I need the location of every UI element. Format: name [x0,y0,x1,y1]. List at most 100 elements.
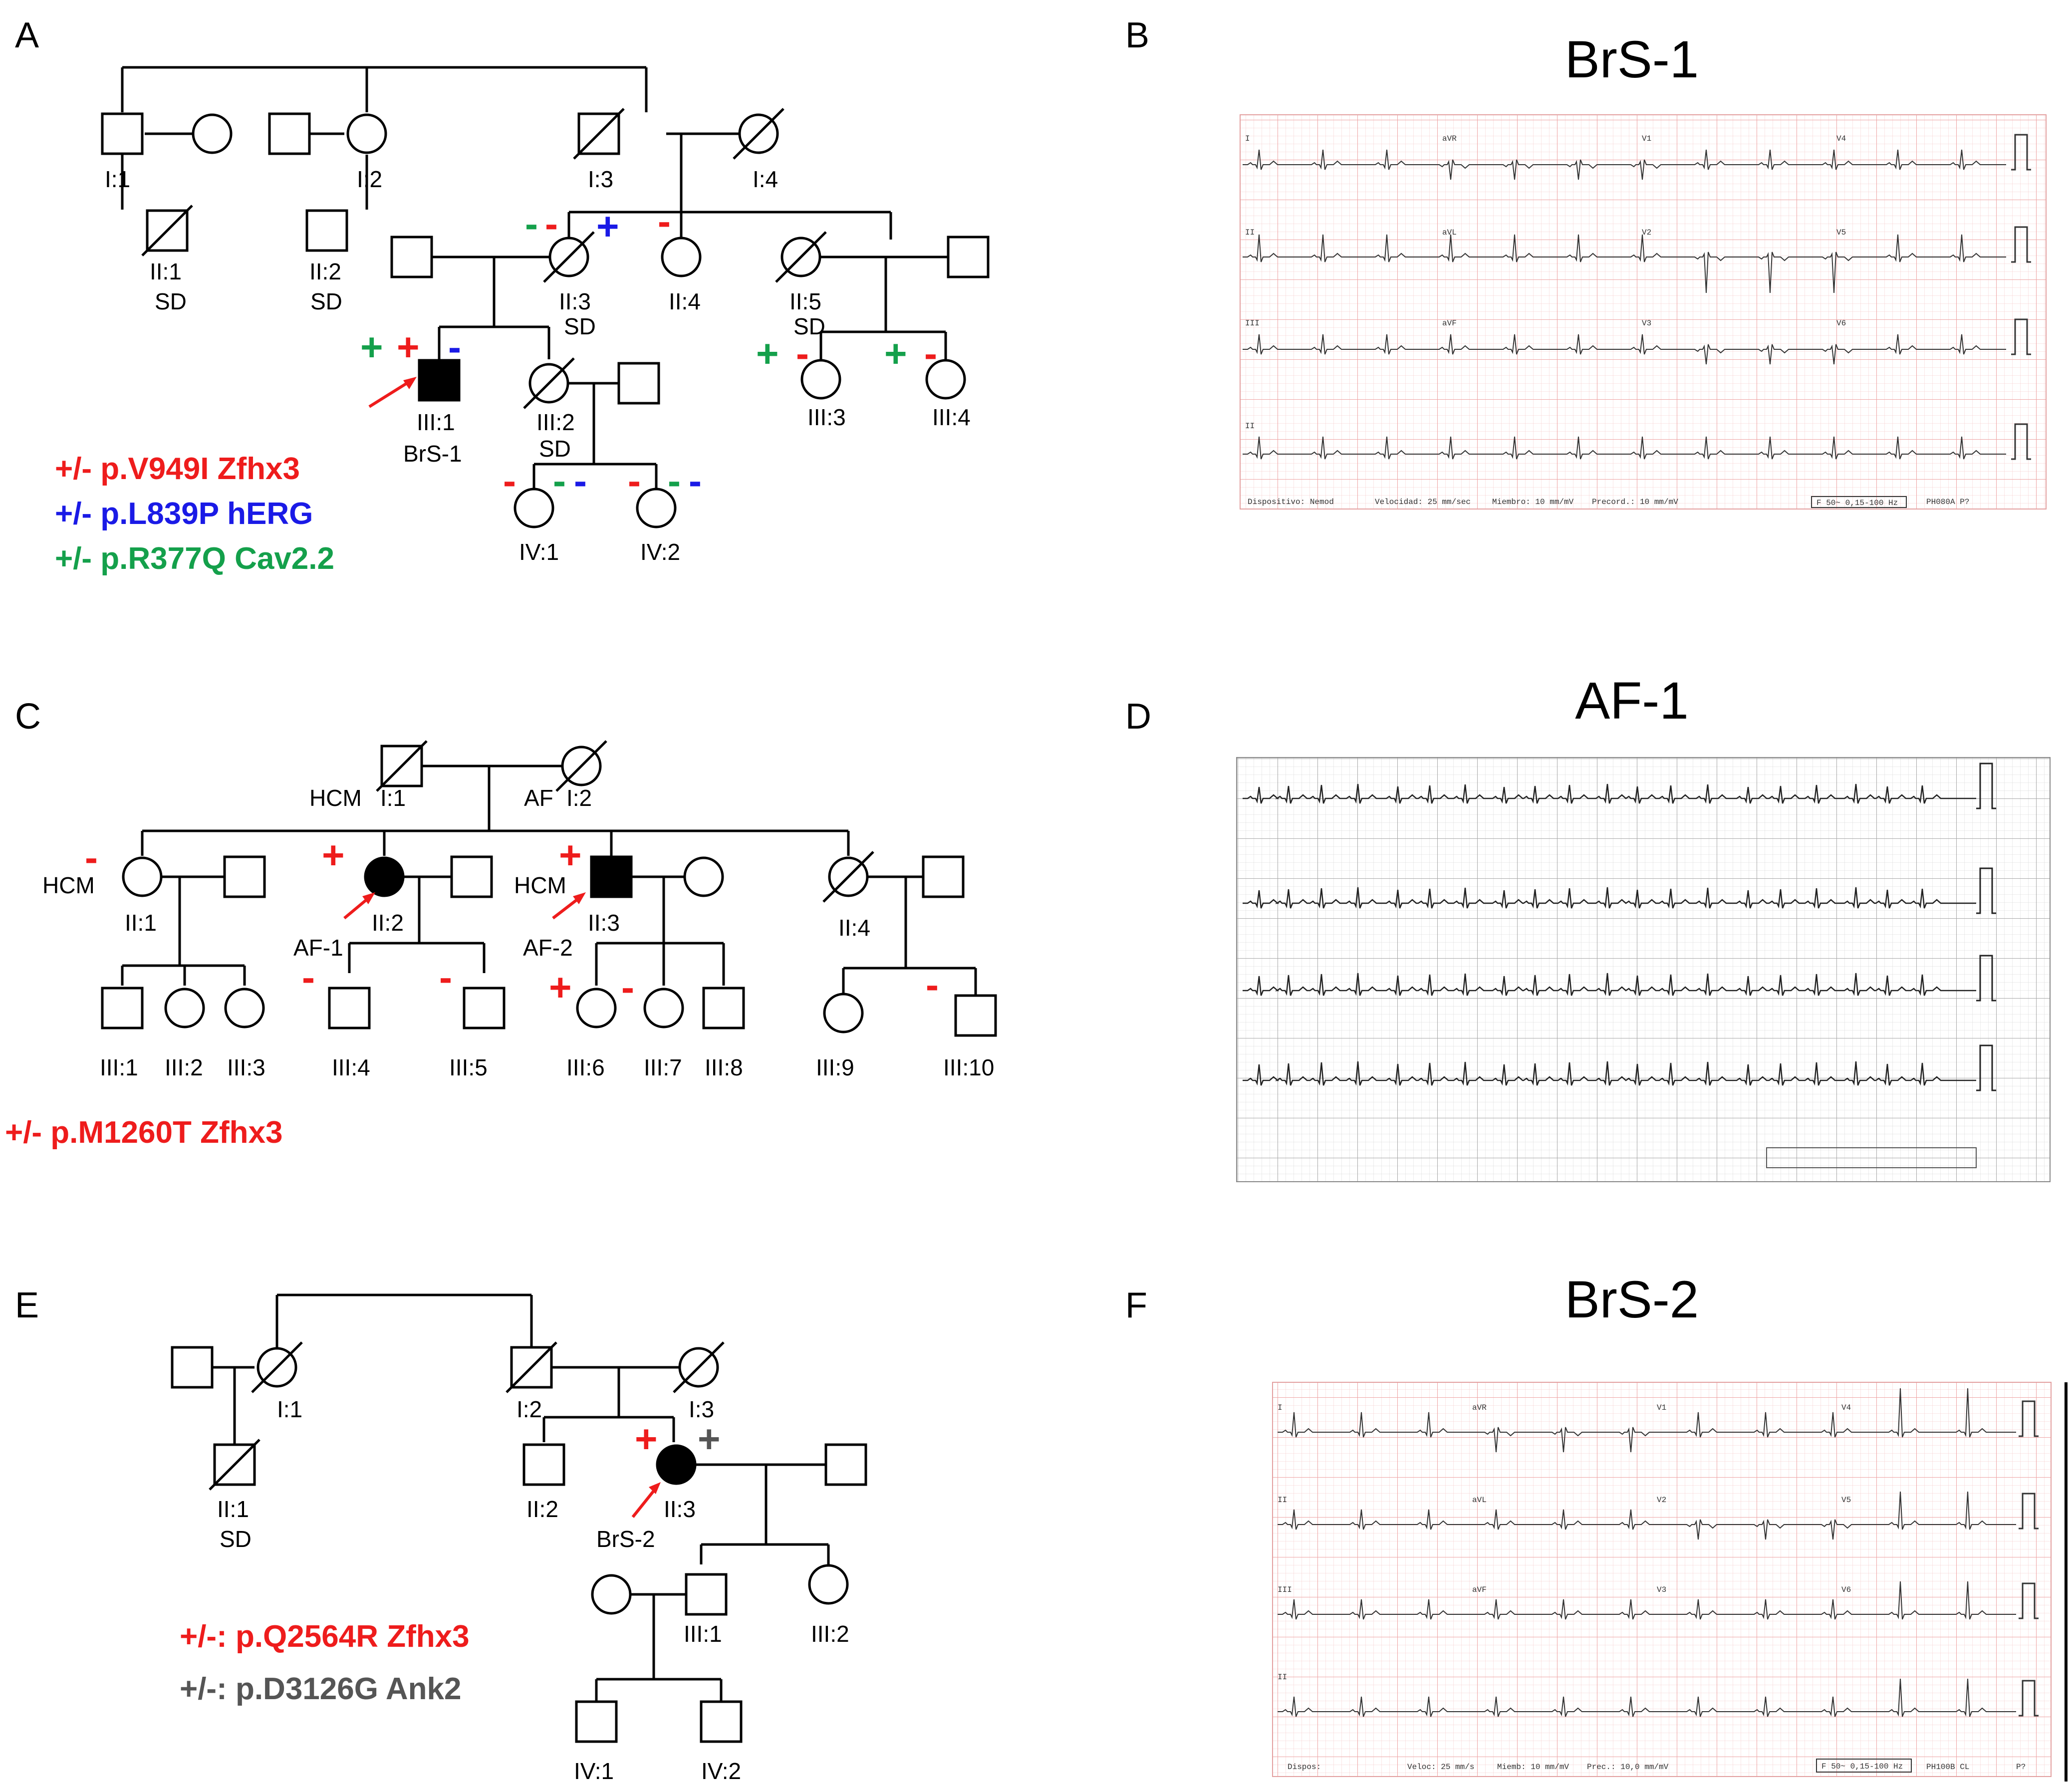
label-a-i3: I:3 [588,166,613,192]
ecg-title-af1: AF-1 [1575,672,1689,730]
sign-c-iii6: + [549,965,572,1009]
sign-a-ii4-red: - [658,199,671,243]
panel-label-d: D [1125,697,1151,737]
pedigree-e-ii3-spouse [824,1443,867,1486]
label-a-iii2-sd: SD [539,436,571,462]
label-e-proband: BrS-2 [596,1526,655,1552]
pedigree-c-ii3-proband [590,855,633,898]
legend-e-zfhx3: +/-: p.Q2564R Zfhx3 [180,1619,470,1654]
ecg-b-precord: Precord.: 10 mm/mV [1592,498,1678,507]
label-c-i2: I:2 [566,785,592,811]
ecg-f-limb: Miemb: 10 mm/mV [1497,1763,1569,1772]
legend-a-herg: +/- p.L839P hERG [55,497,313,531]
label-e-iv2: IV:2 [701,1758,741,1784]
pedigree-c-iii9 [823,993,864,1033]
sign-c-iii7: - [621,965,634,1009]
ecg-b-lead-ii: II [1245,228,1255,237]
pedigree-a-i2 [346,113,387,154]
legend-a-zfhx3: +/- p.V949I Zfhx3 [55,452,300,486]
label-a-ii3-sd: SD [564,313,596,339]
label-a-proband: BrS-1 [403,441,462,467]
pedigree-c-ii1-spouse [223,855,266,898]
ecg-b-lead-v6: V6 [1836,319,1846,328]
pedigree-e-iv2 [700,1700,743,1743]
label-c-iii2: III:2 [165,1054,203,1080]
sign-a-ii3-red: - [545,202,558,246]
label-a-i1: I:1 [105,166,130,192]
label-a-iii3: III:3 [807,404,846,430]
proband-arrow-a [368,380,410,408]
sign-a-iii3-red: - [796,331,809,375]
label-c-ii1: II:1 [125,910,157,936]
label-c-proband-af2: AF-2 [523,935,573,961]
sign-a-iii4-red: - [924,331,937,375]
pedigree-c-iii3 [224,988,265,1028]
label-c-ii2: II:2 [372,910,404,936]
pedigree-c-iii2 [164,988,205,1028]
ecg-b-code: PH080A P? [1926,498,1969,507]
ecg-b-traces [1243,134,2031,460]
pedigree-a-i1-spouse [192,113,233,154]
label-c-ii4: II:4 [838,915,870,941]
label-c-ii3: II:3 [588,910,620,936]
pedigree-e-iv1 [575,1700,618,1743]
panel-label-f: F [1125,1285,1147,1325]
pedigree-c-ii2-proband [364,856,405,897]
ecg-f-lead-ii: II [1278,1496,1287,1505]
pedigree-a-ii4 [661,237,702,277]
pedigree-c-ii3-spouse [683,856,724,897]
ecg-b-speed: Velocidad: 25 mm/sec [1375,498,1471,507]
sign-c-ii1: - [85,835,98,879]
pedigree-a: I:1 I:2 I:3 I:4 II:1 SD II:2 SD II:3 SD … [55,66,990,576]
label-a-ii1-sd: SD [155,288,187,314]
label-e-ii3: II:3 [664,1496,696,1522]
label-c-iii7: III:7 [644,1054,682,1080]
pedigree-a-ii5-spouse [947,236,990,278]
ecg-f-lead-v6: V6 [1841,1585,1851,1594]
label-c-ii1-hcm: HCM [42,872,95,898]
pedigree-e-iii1-spouse [591,1574,632,1615]
ecg-b-lead-avr: aVR [1442,134,1457,143]
ecg-b-lead-avl: aVL [1442,228,1457,237]
ecg-b-lead-ii-rhythm: II [1245,422,1255,431]
ecg-f-paper [1272,1382,2052,1777]
sign-a-iv2-red: - [628,459,641,503]
label-e-i3: I:3 [689,1396,714,1422]
ecg-panel-b: I aVR V1 V4 II aVL V2 V5 III aVF V3 V6 I… [1240,114,2047,510]
ecg-f-lead-labels: I aVR V1 V4 II aVL V2 V5 III aVF V3 V6 I… [1278,1403,1851,1682]
sign-a-iii1-green: + [360,325,383,369]
sign-a-ii3-blue: + [596,204,619,248]
sign-e-ii3-red: + [635,1417,658,1461]
label-c-i1: I:1 [380,785,406,811]
label-c-i1-hcm: HCM [309,785,362,811]
label-c-i2-af: AF [524,785,553,811]
sign-a-iv2-blue: - [689,459,702,503]
ecg-d-paper [1236,757,2051,1182]
pedigree-c-iii8 [702,987,745,1029]
panel-label-e: E [15,1285,39,1325]
pedigree-a-iv2 [636,488,677,528]
ecg-f-lead-v1: V1 [1657,1403,1666,1412]
label-a-iii1: III:1 [417,409,455,435]
label-c-iii3: III:3 [227,1054,265,1080]
ecg-f-traces [1278,1388,2039,1717]
label-c-iii4: III:4 [332,1054,370,1080]
label-a-ii3: II:3 [559,288,591,314]
legend-e-ank2: +/-: p.D3126G Ank2 [180,1672,462,1706]
label-c-iii8: III:8 [705,1054,743,1080]
label-c-iii1: III:1 [100,1054,138,1080]
ecg-b-lead-avf: aVF [1442,319,1457,328]
label-a-ii4: II:4 [669,288,701,314]
ecg-b-limb: Miembro: 10 mm/mV [1492,498,1574,507]
pedigree-c-iii1 [101,987,144,1029]
ecg-f-precord: Prec.: 10,0 mm/mV [1587,1763,1669,1772]
pedigree-a-i1 [101,112,144,155]
ecg-f-lead-v5: V5 [1841,1496,1851,1505]
ecg-b-lead-v3: V3 [1642,319,1651,328]
pedigree-a-iii2-spouse [617,362,660,405]
panel-label-b: B [1125,15,1149,55]
ecg-panel-f: I aVR V1 V4 II aVL V2 V5 III aVF V3 V6 I… [1272,1382,2068,1782]
ecg-b-lead-v2: V2 [1642,228,1651,237]
ecg-f-speed: Veloc: 25 mm/s [1407,1763,1474,1772]
ecg-b-lead-v5: V5 [1836,228,1846,237]
